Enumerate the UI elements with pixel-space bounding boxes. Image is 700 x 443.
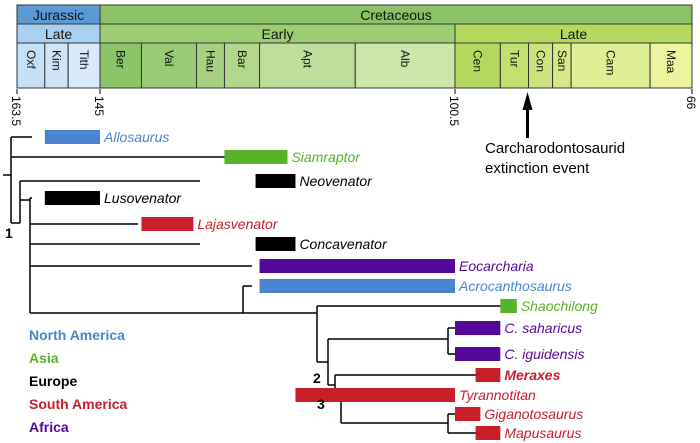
taxon-label: Allosaurus <box>103 129 169 145</box>
range-bar <box>500 299 517 313</box>
stage-cell <box>570 42 651 89</box>
phylogenetic-tree <box>3 136 502 434</box>
range-bar <box>455 347 501 361</box>
epoch-label: Late <box>45 26 72 42</box>
taxon-label: Meraxes <box>504 367 560 383</box>
stage-label: Cam <box>604 50 618 75</box>
stage-cell <box>649 42 693 89</box>
taxon-label: Tyrannotitan <box>459 387 536 403</box>
taxon-label: Lusovenator <box>104 190 182 206</box>
range-bar <box>295 388 455 402</box>
range-bar <box>141 217 194 231</box>
epoch-label: Early <box>262 26 294 42</box>
axis-tick-label: 66 <box>684 96 698 110</box>
legend-item: Asia <box>29 350 59 366</box>
legend-item: Europe <box>29 373 77 389</box>
node-labels: 1 2 3 <box>5 225 325 412</box>
stage-label: Con <box>534 50 548 72</box>
extinction-annotation: Carcharodontosaurid extinction event <box>485 92 625 177</box>
range-bar <box>455 321 501 335</box>
epoch-label: Late <box>560 26 587 42</box>
taxon-label: Concavenator <box>299 236 388 252</box>
extinction-label-line1: Carcharodontosaurid <box>485 140 625 157</box>
range-bar <box>44 130 100 144</box>
stage-label: Tur <box>507 50 521 68</box>
taxon-label: Eocarcharia <box>459 258 534 274</box>
node-label: 3 <box>317 396 325 412</box>
extinction-label-line2: extinction event <box>485 160 590 177</box>
range-bar <box>255 174 296 188</box>
stage-cell <box>16 42 46 89</box>
stage-label: Cen <box>471 50 485 72</box>
range-bar <box>224 150 288 164</box>
stage-label: Ber <box>114 50 128 69</box>
time-axis-ticks: 163.5 145 100.5 66 <box>9 89 698 126</box>
range-bar <box>455 407 481 421</box>
axis-tick-label: 145 <box>92 96 106 116</box>
taxon-label: Acrocanthosaurus <box>458 278 572 294</box>
range-bar <box>475 368 501 382</box>
stage-label: San <box>555 50 569 71</box>
taxon-label: C. iguidensis <box>504 346 584 362</box>
legend-item: South America <box>29 396 127 412</box>
axis-tick-label: 100.5 <box>447 96 461 126</box>
stage-cell <box>499 42 530 89</box>
taxon-label: Neovenator <box>299 173 373 189</box>
legend-item: Africa <box>29 419 69 435</box>
taxon-label: Giganotosaurus <box>484 406 583 422</box>
stage-label: Tith <box>77 50 91 70</box>
legend-item: North America <box>29 327 125 343</box>
range-bar <box>259 279 455 293</box>
stage-label: Kim <box>49 50 63 71</box>
range-bar <box>475 426 501 440</box>
axis-tick-label: 163.5 <box>9 96 23 126</box>
period-label: Cretaceous <box>360 7 432 23</box>
node-label: 2 <box>313 370 321 386</box>
taxon-labels: AllosaurusSiamraptorNeovenatorLusovenato… <box>103 129 598 441</box>
stage-cell <box>223 42 261 89</box>
stage-cell <box>354 42 456 89</box>
stage-label: Maa <box>664 50 678 74</box>
taxon-label: Siamraptor <box>291 149 361 165</box>
range-bar <box>44 191 100 205</box>
stage-label: Alb <box>398 50 412 68</box>
stage-cell <box>140 42 198 89</box>
taxon-label: Mapusaurus <box>504 425 581 441</box>
stage-cell <box>67 42 101 89</box>
node-label: 1 <box>5 225 13 241</box>
range-bar <box>255 237 296 251</box>
stage-label: Oxf <box>24 50 38 69</box>
period-label: Jurassic <box>33 7 84 23</box>
taxon-label: Shaochilong <box>521 298 598 314</box>
range-bar <box>259 259 455 273</box>
stage-label: Hau <box>203 50 217 72</box>
stratigraphic-range-bars <box>44 130 517 440</box>
taxon-label: Lajasvenator <box>197 216 279 232</box>
stage-label: Bar <box>235 50 249 69</box>
stage-label: Val <box>162 50 176 66</box>
stage-label: Apt <box>300 50 314 69</box>
extinction-arrow-icon <box>522 92 533 110</box>
taxon-label: C. saharicus <box>504 320 582 336</box>
